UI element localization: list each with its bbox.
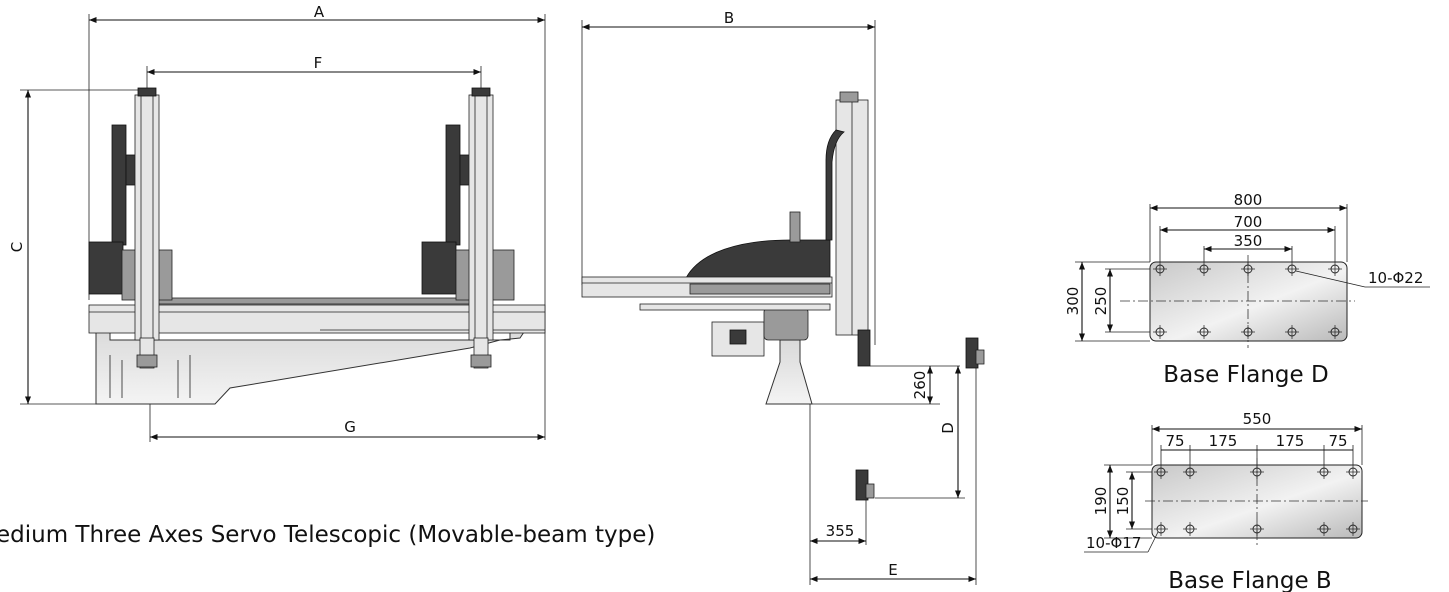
dimension-label-355: 355	[826, 522, 855, 540]
flange-d-title: Base Flange D	[1163, 362, 1328, 388]
dimension-label-f: F	[314, 54, 323, 72]
side-pedestal	[765, 339, 813, 405]
base-flange-d: 800 700 350 300 250 10-Φ22 Base Flange D	[1064, 191, 1430, 388]
dimension-label-150: 150	[1114, 487, 1132, 516]
right-vertical-arm-cable	[445, 124, 461, 246]
dimension-label-260: 260	[911, 371, 929, 400]
right-vertical-arm	[468, 94, 494, 341]
front-view: A F C G	[8, 3, 546, 442]
dimension-label-a: A	[314, 3, 325, 21]
dimension-label-550: 550	[1243, 410, 1272, 428]
dimension-label-300: 300	[1064, 287, 1082, 316]
dimension-label-b: B	[724, 9, 734, 27]
flange-d-plate	[1149, 261, 1348, 342]
dimension-label-175-right: 175	[1276, 432, 1305, 450]
base-flange-b: 550 75 175 175 75 190 150 10-Φ17 Base Fl…	[1084, 410, 1368, 592]
dimension-label-700: 700	[1234, 213, 1263, 231]
dimension-label-175-left: 175	[1209, 432, 1238, 450]
flange-d-hole-spec: 10-Φ22	[1368, 269, 1423, 287]
dimension-label-350: 350	[1234, 232, 1263, 250]
figure-caption: edium Three Axes Servo Telescopic (Movab…	[0, 522, 655, 548]
side-view: B 260 D 355 E	[581, 9, 985, 585]
base-pedestal	[95, 325, 529, 405]
dimension-label-c: C	[8, 242, 26, 252]
flange-b-hole-spec: 10-Φ17	[1086, 534, 1141, 552]
dimension-label-250: 250	[1092, 287, 1110, 316]
dimension-label-75-left: 75	[1165, 432, 1184, 450]
dimension-label-800: 800	[1234, 191, 1263, 209]
dimension-label-d: D	[939, 422, 957, 434]
dimension-label-75-right: 75	[1328, 432, 1347, 450]
dimension-label-190: 190	[1092, 487, 1110, 516]
flange-b-title: Base Flange B	[1168, 568, 1331, 592]
dimension-label-g: G	[344, 418, 356, 436]
dimension-label-e: E	[888, 561, 897, 579]
left-vertical-arm	[134, 94, 160, 341]
left-vertical-arm-cable	[111, 124, 127, 246]
